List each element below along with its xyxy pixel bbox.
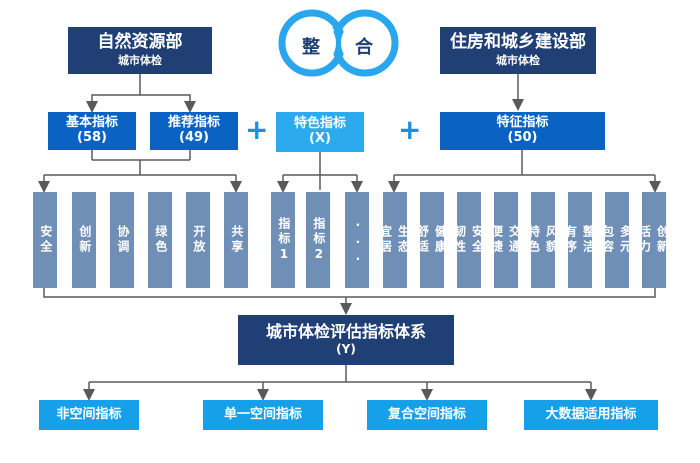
left-column-1: 安全 <box>33 192 57 288</box>
right-column-line: 风貌 <box>544 225 559 255</box>
right-column-3: 安全韧性 <box>453 192 485 288</box>
special-column-label: 指标1 <box>276 216 291 264</box>
right-column-4: 交通便捷 <box>490 192 522 288</box>
right-column-line: 整洁 <box>581 225 596 255</box>
right-column-6: 整洁有序 <box>564 192 596 288</box>
integration-left-char: 整 <box>302 37 320 58</box>
right-column-8: 创新活力 <box>638 192 670 288</box>
recommended-indicator-count: (49) <box>179 130 209 145</box>
left-column-4: 绿色 <box>148 192 172 288</box>
left-dept-title: 自然资源部 <box>97 31 183 52</box>
left-column-6: 共享 <box>224 192 248 288</box>
left-column-5: 开放 <box>186 192 210 288</box>
special-column-1: 指标1 <box>271 192 295 288</box>
basic-indicator-title: 基本指标 <box>65 115 118 131</box>
recommended-indicator-title: 推荐指标 <box>167 115 220 131</box>
plus-sign-right: + <box>398 113 422 146</box>
right-column-line: 生态 <box>396 225 411 255</box>
right-column-line: 有序 <box>563 225 578 255</box>
left-column-label: 创新 <box>77 225 92 255</box>
right-column-line: 特色 <box>526 225 541 255</box>
special-column-2: 指标2 <box>306 192 330 288</box>
output-label: 复合空间指标 <box>387 406 466 422</box>
feature-indicator-count: (50) <box>507 130 538 145</box>
left-dept-subtitle: 城市体检 <box>118 54 162 68</box>
output-non-spatial: 非空间指标 <box>39 400 139 430</box>
right-column-line: 健康 <box>433 225 448 255</box>
output-composite-spatial: 复合空间指标 <box>367 400 487 430</box>
right-column-line: 舒适 <box>415 225 430 255</box>
right-column-1: 生态宜居 <box>379 192 411 288</box>
right-column-2: 健康舒适 <box>416 192 448 288</box>
output-label: 非空间指标 <box>56 406 122 422</box>
right-column-line: 创新 <box>655 225 670 255</box>
output-label: 单一空间指标 <box>223 406 302 422</box>
special-indicator-count: (X) <box>309 131 331 146</box>
right-column-line: 韧性 <box>452 225 467 255</box>
right-dept-subtitle: 城市体检 <box>496 54 540 68</box>
left-column-label: 共享 <box>229 225 244 255</box>
integration-rings-icon <box>278 9 399 77</box>
left-dept-box: 自然资源部 城市体检 <box>68 27 212 74</box>
special-indicator-title: 特色指标 <box>293 116 346 132</box>
left-column-3: 协调 <box>110 192 134 288</box>
left-column-label: 安全 <box>38 225 53 255</box>
special-column-3: ... <box>345 192 369 288</box>
output-single-spatial: 单一空间指标 <box>203 400 323 430</box>
integration-right-char: 合 <box>355 37 373 58</box>
basic-indicator-box: 基本指标 (58) <box>48 112 136 150</box>
right-column-line: 宜居 <box>378 225 393 255</box>
left-column-label: 绿色 <box>153 225 168 255</box>
special-column-label: ... <box>350 214 365 266</box>
output-big-data: 大数据适用指标 <box>524 400 658 430</box>
right-column-line: 便捷 <box>489 225 504 255</box>
right-column-line: 交通 <box>507 225 522 255</box>
evaluation-system-box: 城市体检评估指标体系 (Y) <box>238 315 454 365</box>
right-column-line: 活力 <box>637 225 652 255</box>
special-column-label: 指标2 <box>311 216 326 264</box>
right-dept-box: 住房和城乡建设部 城市体检 <box>440 27 596 74</box>
right-column-line: 安全 <box>470 225 485 255</box>
output-label: 大数据适用指标 <box>545 406 637 422</box>
feature-indicator-box: 特征指标 (50) <box>440 112 605 150</box>
left-column-label: 开放 <box>191 225 206 255</box>
left-column-label: 协调 <box>115 225 130 255</box>
right-column-line: 多元 <box>618 225 633 255</box>
left-column-2: 创新 <box>72 192 96 288</box>
recommended-indicator-box: 推荐指标 (49) <box>150 112 238 150</box>
right-dept-title: 住房和城乡建设部 <box>450 31 586 52</box>
plus-sign-left: + <box>245 113 269 146</box>
right-column-7: 多元包容 <box>601 192 633 288</box>
right-column-line: 包容 <box>600 225 615 255</box>
feature-indicator-title: 特征指标 <box>496 115 549 131</box>
evaluation-system-title: 城市体检评估指标体系 <box>265 321 426 341</box>
evaluation-system-subtitle: (Y) <box>336 342 356 357</box>
special-indicator-box: 特色指标 (X) <box>276 112 364 152</box>
right-column-5: 风貌特色 <box>527 192 559 288</box>
basic-indicator-count: (58) <box>77 130 107 145</box>
